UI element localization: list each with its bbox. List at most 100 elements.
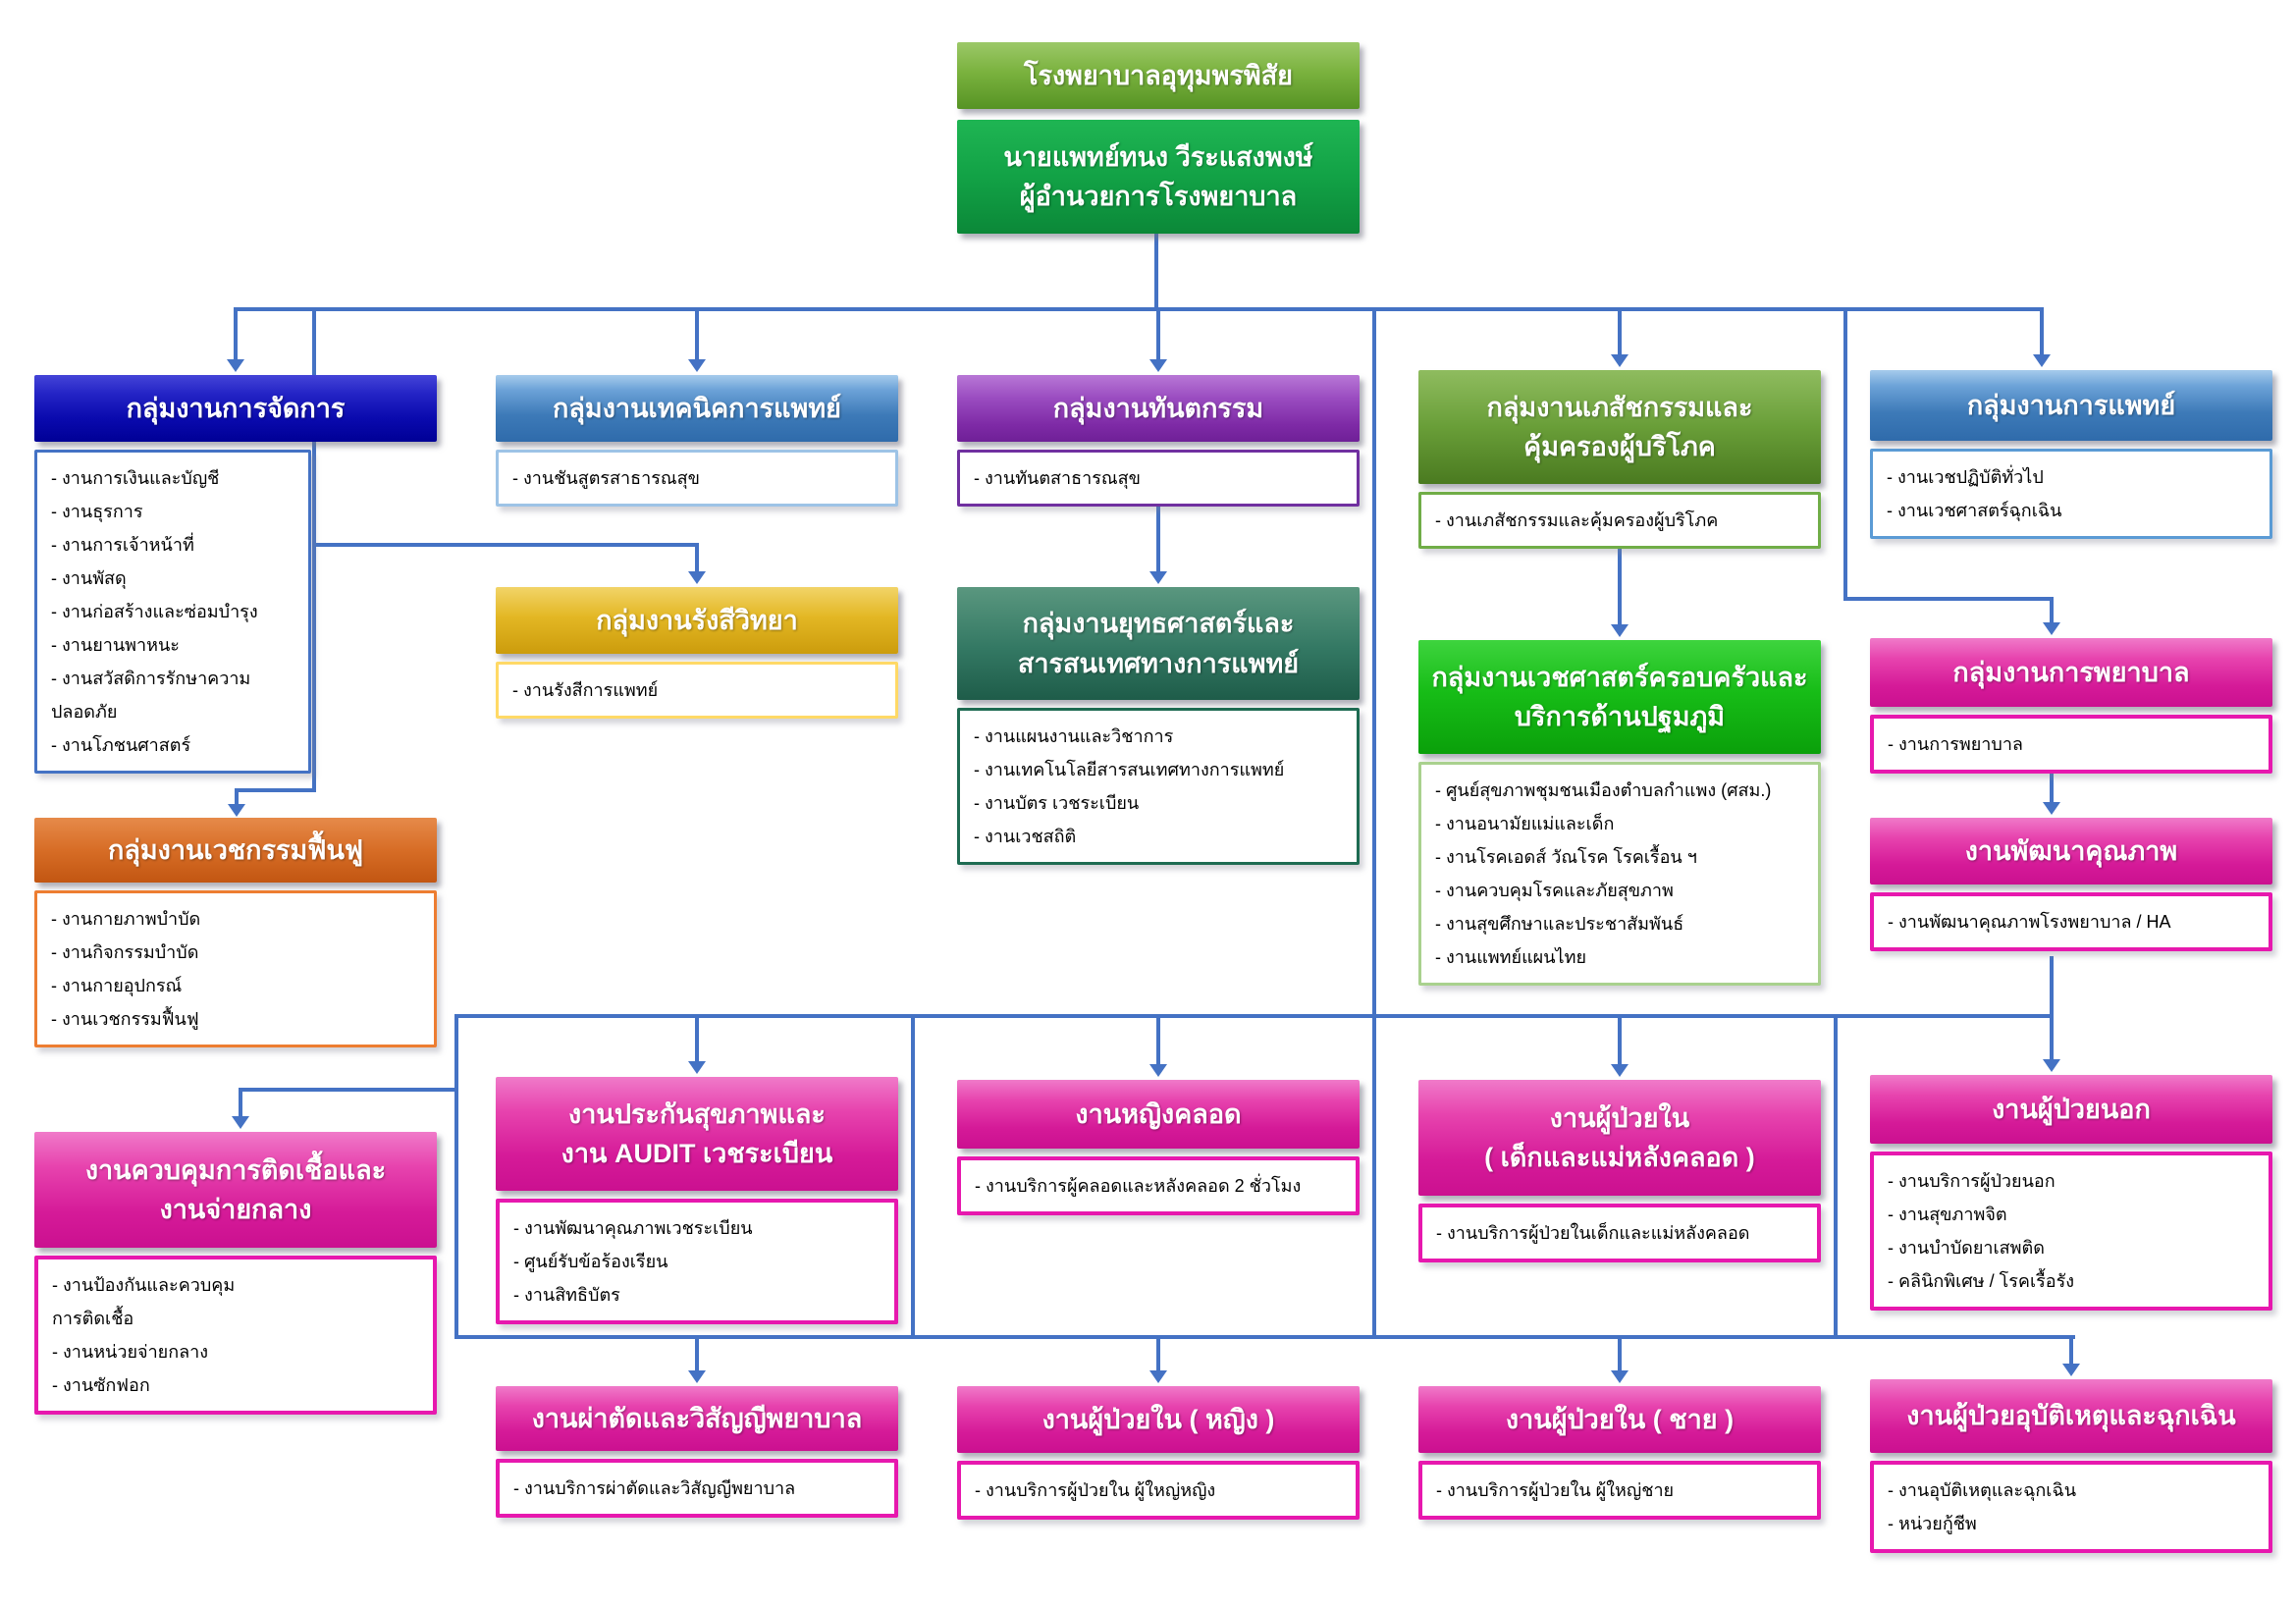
group-management-title: กลุ่มงานการจัดการ	[34, 375, 437, 442]
list-item: - งานยานพาหนะ	[51, 635, 180, 655]
list-item: - งานบริการผู้ป่วยในเด็กและแม่หลังคลอด	[1436, 1223, 1750, 1243]
group-er: งานผู้ป่วยอุบัติเหตุและฉุกเฉิน - งานอุบั…	[1870, 1379, 2272, 1553]
group-pharmacy-list: - งานเภสัชกรรมและคุ้มครองผู้บริโภค	[1418, 492, 1821, 549]
group-medicine-title: กลุ่มงานการแพทย์	[1870, 370, 2272, 441]
hospital-title-box: โรงพยาบาลอุทุมพรพิสัย	[957, 42, 1360, 109]
list-item: - งานเวชศาสตร์ฉุกเฉิน	[1887, 501, 2062, 520]
group-infection-list: - งานป้องกันและควบคุม การติดเชื้อ - งานหน…	[34, 1256, 437, 1415]
group-medicine: กลุ่มงานการแพทย์ - งานเวชปฏิบัติทั่วไป - …	[1870, 370, 2272, 539]
connector-arrow-medtech	[688, 307, 706, 372]
list-item: - งานชันสูตรสาธารณสุข	[512, 468, 700, 488]
list-item: - งานอุบัติเหตุและฉุกเฉิน	[1888, 1480, 2077, 1500]
group-rehab-title: กลุ่มงานเวชกรรมฟื้นฟู	[34, 818, 437, 883]
group-pharmacy: กลุ่มงานเภสัชกรรมและ คุ้มครองผู้บริโภค -…	[1418, 370, 1821, 549]
connector-level2-rail	[454, 1014, 2054, 1018]
group-opd-list: - งานบริการผู้ป่วยนอก - งานสุขภาพจิต - งาน…	[1870, 1152, 2272, 1311]
connector-arrow-management	[227, 307, 244, 372]
group-quality: งานพัฒนาคุณภาพ - งานพัฒนาคุณภาพโรงพยาบาล…	[1870, 818, 2272, 951]
connector-arrow-surgery	[688, 1335, 706, 1383]
group-strategy-title: กลุ่มงานยุทธศาสตร์และ สารสนเทศทางการแพทย…	[957, 587, 1360, 700]
connector-arrow-rehab	[228, 788, 245, 817]
list-item: - งานกายอุปกรณ์	[51, 976, 183, 995]
list-item: - งานหน่วยจ่ายกลาง	[52, 1342, 209, 1362]
list-item: - งานเทคโนโลยีสารสนเทศทางการแพทย์	[974, 760, 1285, 779]
group-surgery-list: - งานบริการผ่าตัดและวิสัญญีพยาบาล	[496, 1459, 898, 1518]
connector-radiology-rail	[312, 543, 697, 547]
list-item: - งานพัฒนาคุณภาพโรงพยาบาล / HA	[1888, 912, 2171, 932]
list-item: - งานก่อสร้างและซ่อมบำรุง	[51, 602, 258, 621]
group-nursing-title: กลุ่มงานการพยาบาล	[1870, 638, 2272, 707]
connector-rehab-rail	[237, 788, 316, 792]
group-ipd-female-list: - งานบริการผู้ป่วยใน ผู้ใหญ่หญิง	[957, 1461, 1360, 1520]
list-item: - งานบริการผ่าตัดและวิสัญญีพยาบาล	[513, 1478, 796, 1498]
group-labor-title: งานหญิงคลอด	[957, 1080, 1360, 1149]
group-rehab-list: - งานกายภาพบำบัด- งานกิจกรรมบำบัด- งานกา…	[34, 890, 437, 1047]
group-familymed-list: - ศูนย์สุขภาพชุมชนเมืองตำบลกำแพง (ศสม.)-…	[1418, 762, 1821, 986]
list-item: - งานสวัสดิการรักษาความปลอดภัย	[51, 669, 251, 722]
list-item: - งานธุรการ	[51, 502, 143, 521]
connector-lower-drop-2	[911, 1014, 915, 1339]
list-item: - งานบริการผู้ป่วยใน ผู้ใหญ่หญิง	[975, 1480, 1216, 1500]
group-nursing: กลุ่มงานการพยาบาล - งานการพยาบาล	[1870, 638, 2272, 774]
group-surgery-title: งานผ่าตัดและวิสัญญีพยาบาล	[496, 1386, 898, 1451]
group-ipd-child-title: งานผู้ป่วยใน ( เด็กและแม่หลังคลอด )	[1418, 1080, 1821, 1196]
group-radiology: กลุ่มงานรังสีวิทยา - งานรังสีการแพทย์	[496, 587, 898, 719]
group-rehab: กลุ่มงานเวชกรรมฟื้นฟู - งานกายภาพบำบัด- …	[34, 818, 437, 1047]
list-item: - งานป้องกันและควบคุม การติดเชื้อ	[52, 1275, 236, 1328]
list-item: - งานบริการผู้คลอดและหลังคลอด 2 ชั่วโมง	[975, 1176, 1302, 1196]
connector-arrow-ipd-female	[1149, 1335, 1167, 1383]
connector-arrow-nursing	[2043, 597, 2060, 635]
connector-root-drop	[1154, 234, 1158, 311]
connector-mid-long-drop	[1372, 307, 1376, 1337]
director-name: นายแพทย์ทนง วีระแสงพงษ์	[1003, 141, 1313, 172]
list-item: - งานกายภาพบำบัด	[51, 909, 201, 929]
connector-nursing-rail	[1843, 597, 2054, 601]
list-item: - งานสุขภาพจิต	[1888, 1205, 2007, 1224]
group-ipd-female: งานผู้ป่วยใน ( หญิง ) - งานบริการผู้ป่วย…	[957, 1386, 1360, 1520]
group-insurance-title: งานประกันสุขภาพและ งาน AUDIT เวชระเบียน	[496, 1077, 898, 1191]
group-radiology-title: กลุ่มงานรังสีวิทยา	[496, 587, 898, 654]
connector-col5-drop	[1843, 307, 1847, 601]
connector-arrow-er	[2062, 1335, 2080, 1376]
list-item: - งานอนามัยแม่และเด็ก	[1435, 814, 1615, 833]
group-dental-title: กลุ่มงานทันตกรรม	[957, 375, 1360, 442]
connector-level1-rail	[235, 307, 2044, 311]
list-item: - งานบำบัดยาเสพติด	[1888, 1238, 2045, 1258]
group-infection-title: งานควบคุมการติดเชื้อและ งานจ่ายกลาง	[34, 1132, 437, 1248]
group-quality-title: งานพัฒนาคุณภาพ	[1870, 818, 2272, 884]
list-item: - งานบริการผู้ป่วยนอก	[1888, 1171, 2056, 1191]
hospital-title: โรงพยาบาลอุทุมพรพิสัย	[957, 42, 1360, 109]
group-insurance: งานประกันสุขภาพและ งาน AUDIT เวชระเบียน …	[496, 1077, 898, 1324]
connector-arrow-pharmacy	[1611, 307, 1629, 367]
connector-quality-drop	[2050, 956, 2054, 1018]
connector-arrow-familymed	[1611, 547, 1629, 637]
list-item: - งานเวชกรรมฟื้นฟู	[51, 1009, 199, 1029]
connector-arrow-quality	[2043, 772, 2060, 815]
list-item: - งานพัสดุ	[51, 568, 127, 588]
list-item: - หน่วยกู้ชีพ	[1888, 1514, 1977, 1533]
group-er-title: งานผู้ป่วยอุบัติเหตุและฉุกเฉิน	[1870, 1379, 2272, 1453]
group-ipd-male-title: งานผู้ป่วยใน ( ชาย )	[1418, 1386, 1821, 1453]
list-item: - งานบัตร เวชระเบียน	[974, 793, 1140, 813]
list-item: - งานเวชปฏิบัติทั่วไป	[1887, 467, 2044, 487]
group-labor: งานหญิงคลอด - งานบริการผู้คลอดและหลังคลอ…	[957, 1080, 1360, 1215]
connector-lower-drop-3	[1834, 1014, 1838, 1339]
group-quality-list: - งานพัฒนาคุณภาพโรงพยาบาล / HA	[1870, 892, 2272, 951]
connector-arrow-ipd-child	[1611, 1014, 1629, 1077]
connector-arrow-opd	[2043, 1014, 2060, 1072]
group-pharmacy-title: กลุ่มงานเภสัชกรรมและ คุ้มครองผู้บริโภค	[1418, 370, 1821, 484]
group-labor-list: - งานบริการผู้คลอดและหลังคลอด 2 ชั่วโมง	[957, 1156, 1360, 1215]
list-item: - งานสิทธิบัตร	[513, 1285, 620, 1305]
group-ipd-male-list: - งานบริการผู้ป่วยใน ผู้ใหญ่ชาย	[1418, 1461, 1821, 1520]
list-item: - งานการพยาบาล	[1888, 734, 2023, 754]
group-insurance-list: - งานพัฒนาคุณภาพเวชระเบียน- ศูนย์รับข้อร…	[496, 1199, 898, 1324]
connector-arrow-dental	[1149, 307, 1167, 372]
list-item: - งานการเจ้าหน้าที่	[51, 535, 194, 555]
connector-arrow-labor	[1149, 1014, 1167, 1077]
group-dental: กลุ่มงานทันตกรรม - งานทันตสาธารณสุข	[957, 375, 1360, 507]
list-item: - งานโรคเอดส์ วัณโรค โรคเรื้อน ฯ	[1435, 847, 1697, 867]
group-ipd-female-title: งานผู้ป่วยใน ( หญิง )	[957, 1386, 1360, 1453]
list-item: - งานควบคุมโรคและภัยสุขภาพ	[1435, 881, 1674, 900]
connector-level3-rail	[454, 1335, 2075, 1339]
